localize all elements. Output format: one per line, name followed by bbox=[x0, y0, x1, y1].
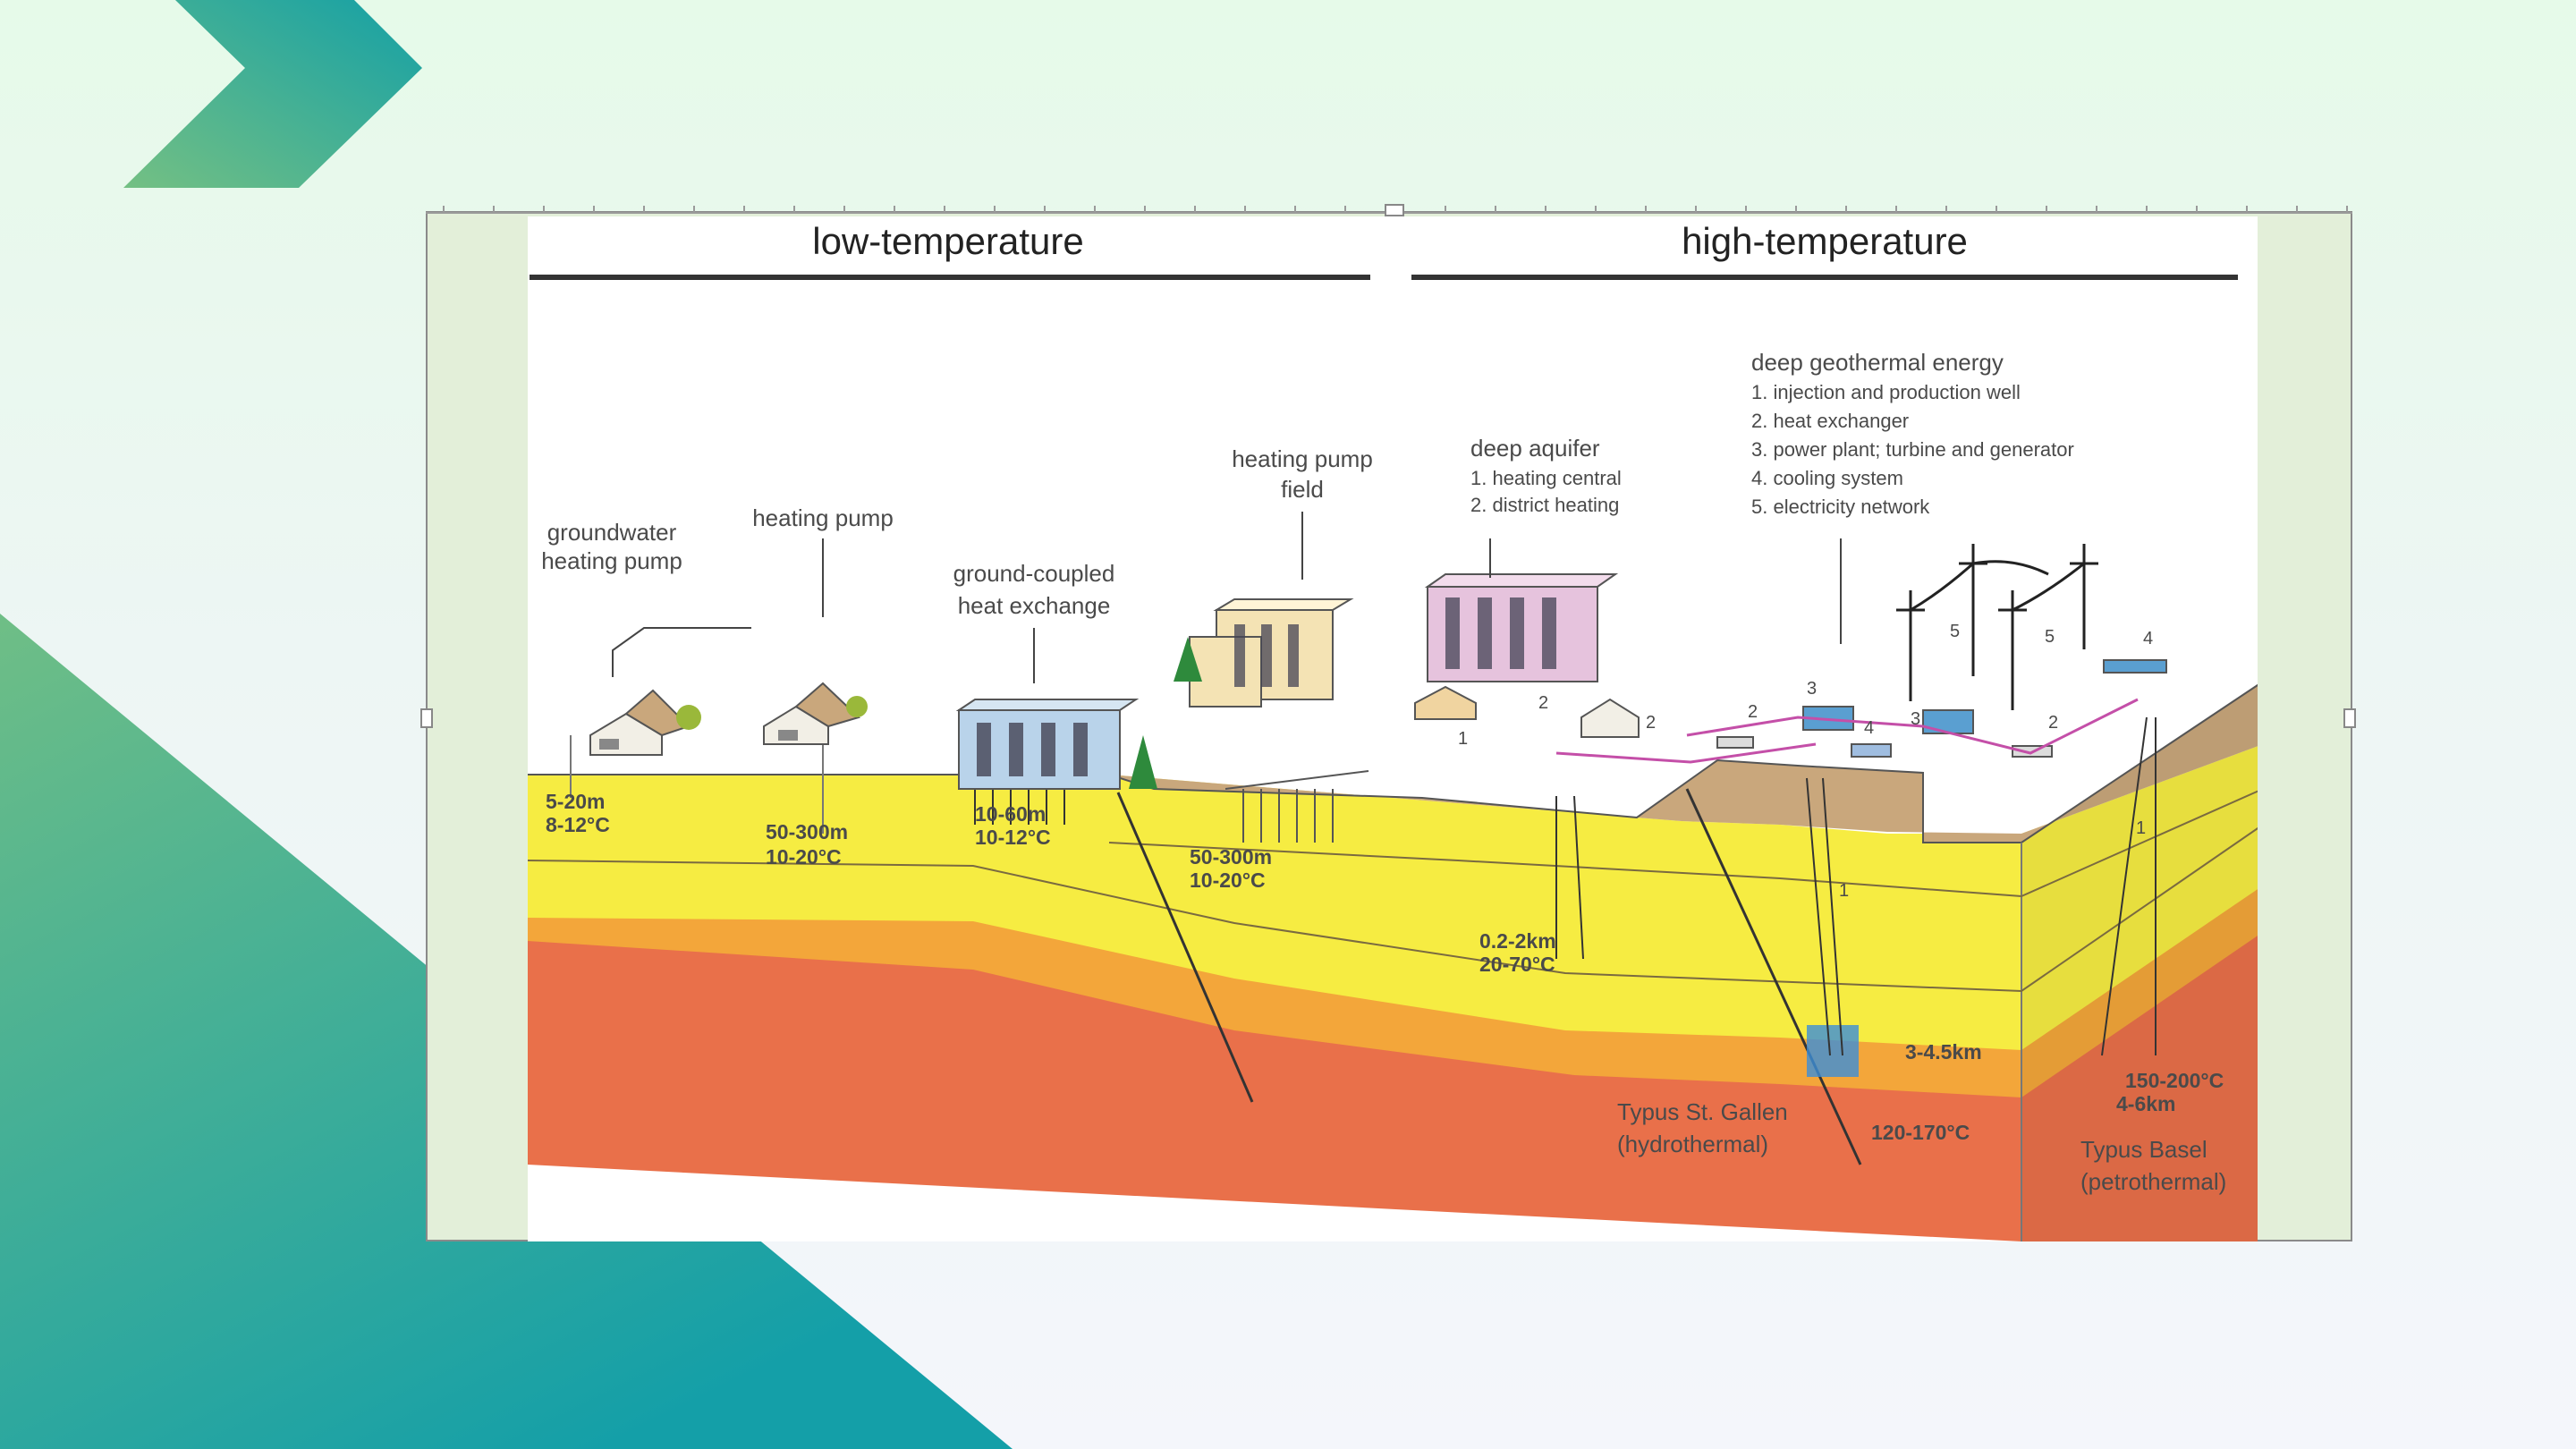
marker-plant-3a: 3 bbox=[1807, 679, 1817, 699]
label-deep-1: 1. injection and production well bbox=[1751, 381, 2021, 403]
label-temp-2: 10-20°C bbox=[766, 845, 842, 869]
label-temp-4: 10-20°C bbox=[1190, 869, 1266, 892]
label-aquifer-title: deep aquifer bbox=[1470, 435, 1600, 462]
label-stgallen-1: Typus St. Gallen bbox=[1617, 1098, 1788, 1125]
label-pump-field-2: field bbox=[1281, 476, 1324, 503]
frame-handle-left[interactable] bbox=[420, 708, 433, 728]
frame-handle-top[interactable] bbox=[1385, 204, 1404, 216]
label-aquifer-2: 2. district heating bbox=[1470, 494, 1619, 516]
label-temp-7: 150-200°C bbox=[2125, 1069, 2224, 1092]
label-groundwater-1: groundwater bbox=[547, 519, 677, 546]
marker-aquifer-2: 2 bbox=[1538, 693, 1548, 713]
label-basel-1: Typus Basel bbox=[2080, 1136, 2207, 1163]
label-deep-5: 5. electricity network bbox=[1751, 496, 1930, 518]
label-deep-3: 3. power plant; turbine and generator bbox=[1751, 438, 2074, 461]
label-depth-3: 10-60m bbox=[975, 802, 1046, 826]
label-temp-1: 8-12°C bbox=[546, 813, 610, 836]
marker-cool-4a: 4 bbox=[1864, 718, 1874, 738]
hydrothermal-reservoir bbox=[1807, 1025, 1859, 1077]
label-temp-6: 120-170°C bbox=[1871, 1121, 1970, 1144]
label-temp-3: 10-12°C bbox=[975, 826, 1051, 849]
label-stgallen-2: (hydrothermal) bbox=[1617, 1131, 1768, 1157]
label-basel-2: (petrothermal) bbox=[2080, 1168, 2226, 1195]
marker-hx-2a: 2 bbox=[1748, 702, 1758, 722]
label-heating-pump: heating pump bbox=[752, 504, 894, 531]
label-depth-5: 0.2-2km bbox=[1479, 929, 1556, 953]
label-ground-coupled-2: heat exchange bbox=[958, 592, 1111, 619]
label-deep-2: 2. heat exchanger bbox=[1751, 410, 1909, 432]
marker-hx-2c: 2 bbox=[1646, 713, 1656, 733]
marker-aquifer-1: 1 bbox=[1458, 729, 1468, 749]
label-depth-4: 50-300m bbox=[1190, 845, 1272, 869]
chevron-arrow-shape bbox=[123, 0, 422, 188]
label-depth-7: 4-6km bbox=[2116, 1092, 2175, 1115]
label-depth-2: 50-300m bbox=[766, 820, 848, 843]
marker-hx-2b: 2 bbox=[2048, 713, 2058, 733]
frame-handle-right[interactable] bbox=[2343, 708, 2356, 728]
label-aquifer-1: 1. heating central bbox=[1470, 467, 1622, 489]
marker-elec-5b: 5 bbox=[2045, 627, 2055, 647]
label-depth-6: 3-4.5km bbox=[1905, 1040, 1982, 1063]
label-groundwater-2: heating pump bbox=[541, 547, 682, 574]
label-deep-4: 4. cooling system bbox=[1751, 467, 1903, 489]
geothermal-diagram: low-temperature high-temperature bbox=[528, 216, 2258, 1241]
marker-cool-4b: 4 bbox=[2143, 629, 2153, 648]
label-pump-field-1: heating pump bbox=[1232, 445, 1373, 472]
marker-well-1: 1 bbox=[1839, 881, 1849, 901]
label-ground-coupled-1: ground-coupled bbox=[953, 560, 1115, 587]
label-temp-5: 20-70°C bbox=[1479, 953, 1555, 976]
marker-well-1b: 1 bbox=[2136, 818, 2146, 838]
header-low-temperature: low-temperature bbox=[812, 220, 1083, 262]
marker-plant-3b: 3 bbox=[1911, 709, 1920, 729]
marker-elec-5a: 5 bbox=[1950, 622, 1960, 641]
label-depth-1: 5-20m bbox=[546, 790, 605, 813]
header-high-temperature: high-temperature bbox=[1682, 220, 1968, 262]
label-deep-title: deep geothermal energy bbox=[1751, 349, 2004, 376]
